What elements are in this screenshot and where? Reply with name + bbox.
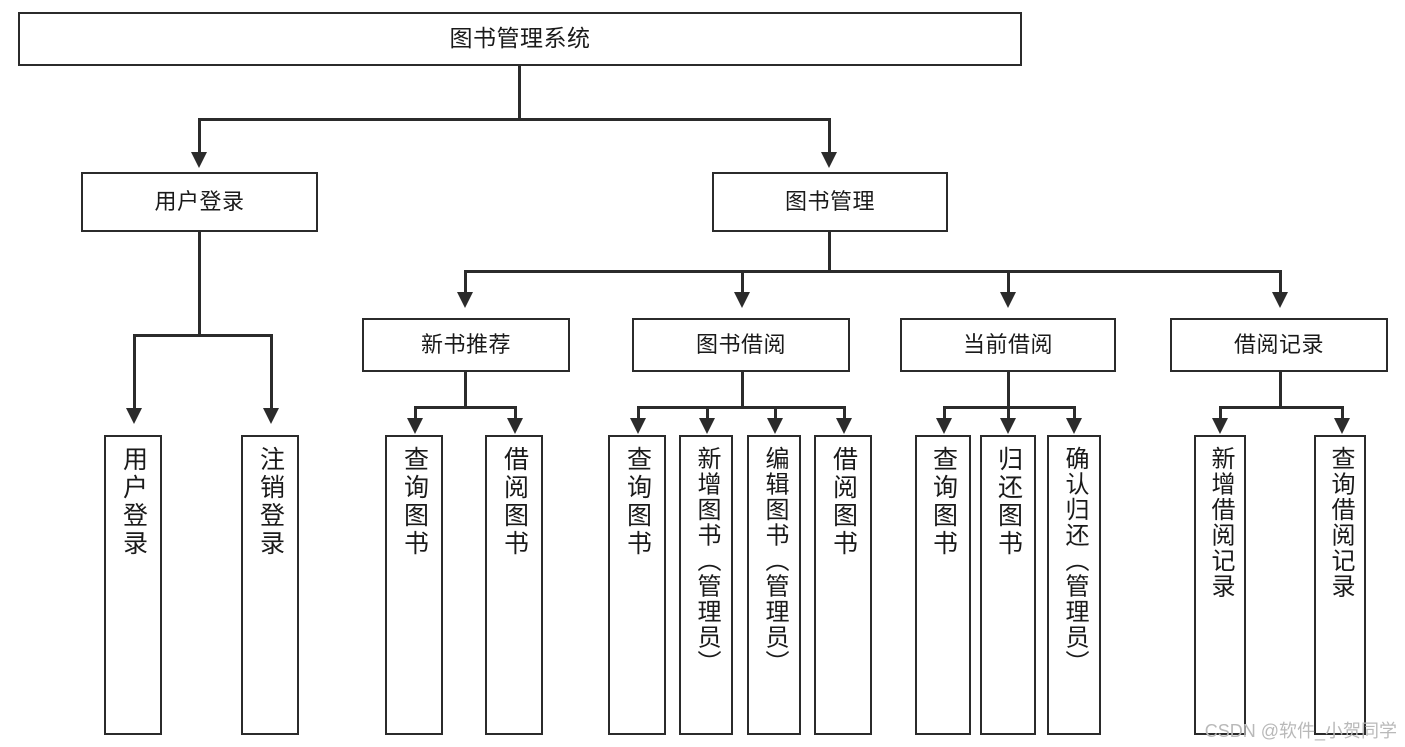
node-leaf-borrow-book-2-label: 借阅图书 bbox=[829, 446, 858, 558]
node-leaf-query-book-3[interactable]: 查询图书 bbox=[915, 435, 971, 735]
connector-to-leaf-borrow-book-2 bbox=[843, 406, 846, 422]
connector-to-leaf-borrow-book-1 bbox=[514, 406, 517, 422]
node-leaf-query-book-1[interactable]: 查询图书 bbox=[385, 435, 443, 735]
connector-to-leaf-edit-book bbox=[774, 406, 777, 422]
node-current-borrow[interactable]: 当前借阅 bbox=[900, 318, 1116, 372]
node-leaf-query-record-label: 查询借阅记录 bbox=[1327, 446, 1354, 599]
node-leaf-borrow-book-2[interactable]: 借阅图书 bbox=[814, 435, 872, 735]
connector-to-leaf-query-record bbox=[1341, 406, 1344, 422]
connector-book-borrow-stem bbox=[741, 372, 744, 408]
arrowhead-leaf-return-book bbox=[1000, 418, 1016, 434]
node-user-login-label: 用户登录 bbox=[154, 188, 245, 214]
connector-borrow-record-bus bbox=[1219, 406, 1343, 409]
connector-to-borrow-record bbox=[1279, 270, 1282, 294]
arrowhead-new-book-recommend bbox=[457, 292, 473, 308]
connector-book-management-stem bbox=[828, 232, 831, 272]
node-leaf-query-book-2[interactable]: 查询图书 bbox=[608, 435, 666, 735]
arrowhead-leaf-add-book bbox=[699, 418, 715, 434]
connector-to-user-login bbox=[198, 118, 201, 154]
node-leaf-edit-book[interactable]: 编辑图书（管理员） bbox=[747, 435, 801, 735]
node-leaf-edit-book-label: 编辑图书（管理员） bbox=[761, 446, 788, 676]
connector-book-borrow-bus bbox=[637, 406, 845, 409]
node-user-login[interactable]: 用户登录 bbox=[81, 172, 318, 232]
arrowhead-leaf-borrow-book-1 bbox=[507, 418, 523, 434]
connector-level2-bus bbox=[464, 270, 1281, 273]
node-leaf-confirm-return-label: 确认归还（管理员） bbox=[1061, 446, 1088, 676]
connector-current-borrow-stem bbox=[1007, 372, 1010, 408]
node-borrow-record-label: 借阅记录 bbox=[1233, 331, 1324, 357]
node-leaf-add-record-label: 新增借阅记录 bbox=[1207, 446, 1234, 599]
connector-user-login-bus bbox=[133, 334, 272, 337]
node-leaf-borrow-book-1[interactable]: 借阅图书 bbox=[485, 435, 543, 735]
node-leaf-query-book-1-label: 查询图书 bbox=[400, 446, 429, 558]
node-leaf-borrow-book-1-label: 借阅图书 bbox=[500, 446, 529, 558]
connector-new-book-recommend-stem bbox=[464, 372, 467, 408]
connector-to-leaf-query-book-3 bbox=[943, 406, 946, 422]
node-leaf-add-book-label: 新增图书（管理员） bbox=[693, 446, 720, 676]
node-leaf-query-book-2-label: 查询图书 bbox=[623, 446, 652, 558]
node-leaf-query-record[interactable]: 查询借阅记录 bbox=[1314, 435, 1366, 735]
connector-to-book-management bbox=[828, 118, 831, 154]
arrowhead-leaf-query-record bbox=[1334, 418, 1350, 434]
node-borrow-record[interactable]: 借阅记录 bbox=[1170, 318, 1388, 372]
connector-borrow-record-stem bbox=[1279, 372, 1282, 408]
node-new-book-recommend-label: 新书推荐 bbox=[420, 331, 511, 357]
arrowhead-leaf-query-book-2 bbox=[630, 418, 646, 434]
connector-to-leaf-user-login bbox=[133, 334, 136, 410]
connector-new-book-recommend-bus bbox=[414, 406, 516, 409]
connector-to-book-borrow bbox=[741, 270, 744, 294]
connector-to-leaf-query-book-1 bbox=[414, 406, 417, 422]
node-new-book-recommend[interactable]: 新书推荐 bbox=[362, 318, 570, 372]
connector-to-leaf-logout bbox=[270, 334, 273, 410]
arrowhead-current-borrow bbox=[1000, 292, 1016, 308]
arrowhead-book-management bbox=[821, 152, 837, 168]
node-book-management-label: 图书管理 bbox=[784, 188, 875, 214]
node-leaf-return-book-label: 归还图书 bbox=[994, 446, 1023, 558]
connector-to-leaf-add-record bbox=[1219, 406, 1222, 422]
connector-root-stem bbox=[518, 66, 521, 118]
arrowhead-user-login bbox=[191, 152, 207, 168]
arrowhead-book-borrow bbox=[734, 292, 750, 308]
connector-level1-bus bbox=[198, 118, 830, 121]
node-leaf-user-login[interactable]: 用户登录 bbox=[104, 435, 162, 735]
node-book-management[interactable]: 图书管理 bbox=[712, 172, 948, 232]
node-root[interactable]: 图书管理系统 bbox=[18, 12, 1022, 66]
arrowhead-borrow-record bbox=[1272, 292, 1288, 308]
node-leaf-logout[interactable]: 注销登录 bbox=[241, 435, 299, 735]
connector-to-new-book-recommend bbox=[464, 270, 467, 294]
arrowhead-leaf-logout bbox=[263, 408, 279, 424]
node-book-borrow-label: 图书借阅 bbox=[695, 331, 786, 357]
connector-user-login-stem bbox=[198, 232, 201, 336]
arrowhead-leaf-query-book-3 bbox=[936, 418, 952, 434]
connector-to-leaf-query-book-2 bbox=[637, 406, 640, 422]
arrowhead-leaf-edit-book bbox=[767, 418, 783, 434]
connector-to-leaf-add-book bbox=[706, 406, 709, 422]
node-leaf-return-book[interactable]: 归还图书 bbox=[980, 435, 1036, 735]
connector-to-leaf-confirm-return bbox=[1073, 406, 1076, 422]
node-leaf-query-book-3-label: 查询图书 bbox=[929, 446, 958, 558]
csdn-watermark: CSDN @软件_小贺同学 bbox=[1204, 721, 1397, 741]
node-leaf-user-login-label: 用户登录 bbox=[119, 446, 148, 558]
node-book-borrow[interactable]: 图书借阅 bbox=[632, 318, 850, 372]
node-leaf-add-book[interactable]: 新增图书（管理员） bbox=[679, 435, 733, 735]
node-root-label: 图书管理系统 bbox=[449, 25, 591, 52]
arrowhead-leaf-confirm-return bbox=[1066, 418, 1082, 434]
node-leaf-confirm-return[interactable]: 确认归还（管理员） bbox=[1047, 435, 1101, 735]
arrowhead-leaf-user-login bbox=[126, 408, 142, 424]
node-current-borrow-label: 当前借阅 bbox=[962, 331, 1053, 357]
arrowhead-leaf-borrow-book-2 bbox=[836, 418, 852, 434]
arrowhead-leaf-add-record bbox=[1212, 418, 1228, 434]
connector-to-current-borrow bbox=[1007, 270, 1010, 294]
node-leaf-add-record[interactable]: 新增借阅记录 bbox=[1194, 435, 1246, 735]
connector-to-leaf-return-book bbox=[1007, 406, 1010, 422]
arrowhead-leaf-query-book-1 bbox=[407, 418, 423, 434]
node-leaf-logout-label: 注销登录 bbox=[256, 446, 285, 558]
